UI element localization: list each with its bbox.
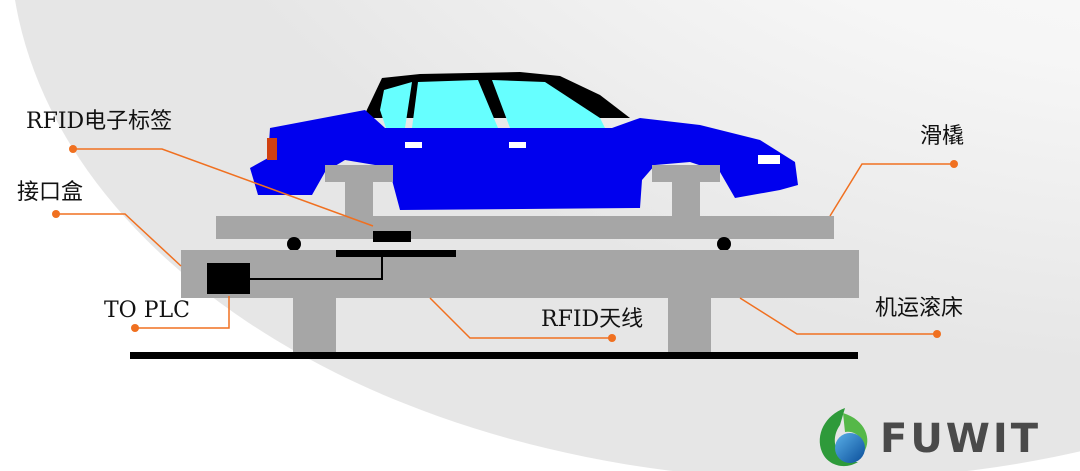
label-junction-box: 接口盒 bbox=[17, 180, 83, 205]
roller-right bbox=[717, 237, 731, 251]
logo-globe-icon bbox=[835, 433, 865, 463]
roller-bed bbox=[181, 250, 859, 353]
rfid-antenna bbox=[336, 250, 456, 257]
leader-dots bbox=[52, 145, 958, 342]
leader-lines bbox=[56, 148, 954, 339]
floor-line bbox=[130, 352, 858, 359]
label-roller-bed: 机运滚床 bbox=[875, 296, 963, 321]
label-to-plc: TO PLC bbox=[104, 298, 190, 323]
roller-left bbox=[287, 237, 301, 251]
fuwit-logo: FUWIT bbox=[819, 408, 1041, 467]
car-window-rear bbox=[380, 82, 412, 128]
label-rfid-tag: RFID电子标签 bbox=[26, 109, 172, 134]
car-window-middle bbox=[412, 80, 498, 128]
logo-leaf-icon bbox=[819, 408, 858, 467]
skid bbox=[216, 165, 834, 239]
junction-box bbox=[207, 263, 250, 294]
logo-text: FUWIT bbox=[880, 416, 1041, 462]
car-handle-rear bbox=[405, 142, 422, 148]
rfid-tag bbox=[373, 231, 411, 242]
antenna-cable bbox=[250, 257, 383, 280]
car-headlight bbox=[758, 155, 780, 164]
label-skid: 滑橇 bbox=[920, 124, 964, 149]
car-window-front bbox=[492, 80, 605, 128]
car-taillight bbox=[267, 138, 277, 160]
label-rfid-antenna: RFID天线 bbox=[541, 307, 643, 332]
car-handle-front bbox=[509, 142, 526, 148]
car bbox=[250, 72, 798, 210]
car-body bbox=[250, 110, 798, 210]
